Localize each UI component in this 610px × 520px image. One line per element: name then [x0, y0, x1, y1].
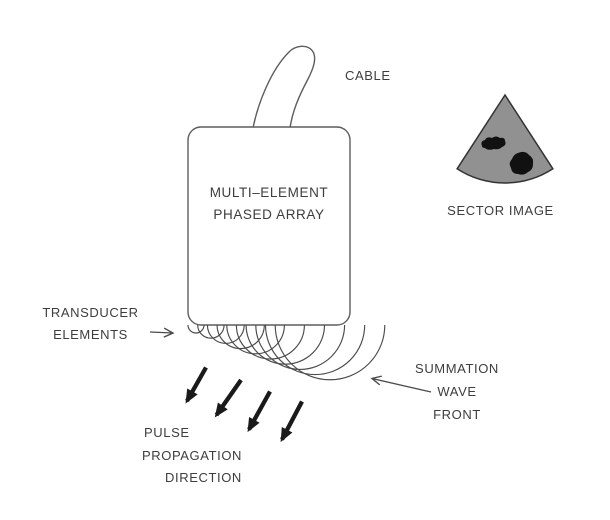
wavefront-arc [274, 324, 386, 381]
pulse-arrow [185, 366, 208, 404]
summation-line1: SUMMATION [415, 361, 499, 376]
pulse-direction-line1: PULSE [144, 425, 190, 440]
elements-pointer-arrow [149, 327, 175, 338]
sector-image-graphic [456, 93, 554, 184]
wavefront-arc [187, 324, 205, 334]
sector-shape [456, 93, 554, 184]
pulse-arrow [280, 400, 304, 443]
wavefront-arc [197, 324, 225, 339]
transducer-elements-line2: ELEMENTS [53, 327, 128, 342]
probe-label-line1: MULTI–ELEMENT [209, 185, 329, 200]
wavefront-arc [245, 324, 326, 365]
probe-body [187, 126, 351, 326]
wavefront-arc [264, 324, 366, 376]
echo-blob-icon [509, 151, 534, 175]
pulse-arrow [247, 390, 272, 433]
pulse-arrows [185, 366, 304, 443]
summation-pointer-arrow [370, 375, 432, 393]
wavefront-arc [255, 324, 346, 370]
wavefront-arc [226, 324, 285, 355]
echo-blob-icon [481, 136, 506, 150]
summation-line2: WAVE [437, 384, 477, 399]
pulse-direction-line2: PROPAGATION [142, 448, 243, 463]
summation-wavefront-label: SUMMATION WAVE FRONT [405, 357, 509, 426]
probe-label-line2: PHASED ARRAY [213, 206, 325, 222]
pulse-arrow [214, 378, 243, 418]
wavefront-arcs [187, 324, 386, 381]
cable-outline [252, 45, 316, 129]
transducer-elements-label: TRANSDUCER ELEMENTS [28, 302, 153, 346]
transducer-elements-line1: TRANSDUCER [42, 305, 139, 320]
probe-label: MULTI–ELEMENT PHASED ARRAY [188, 182, 350, 225]
summation-line3: FRONT [433, 407, 481, 422]
wavefront-arc [216, 324, 265, 350]
cable-label: CABLE [345, 68, 391, 83]
wavefront-arc [235, 324, 305, 360]
sector-image-label: SECTOR IMAGE [447, 203, 554, 218]
wavefront-arc [206, 324, 245, 344]
pulse-direction-line3: DIRECTION [165, 470, 242, 485]
